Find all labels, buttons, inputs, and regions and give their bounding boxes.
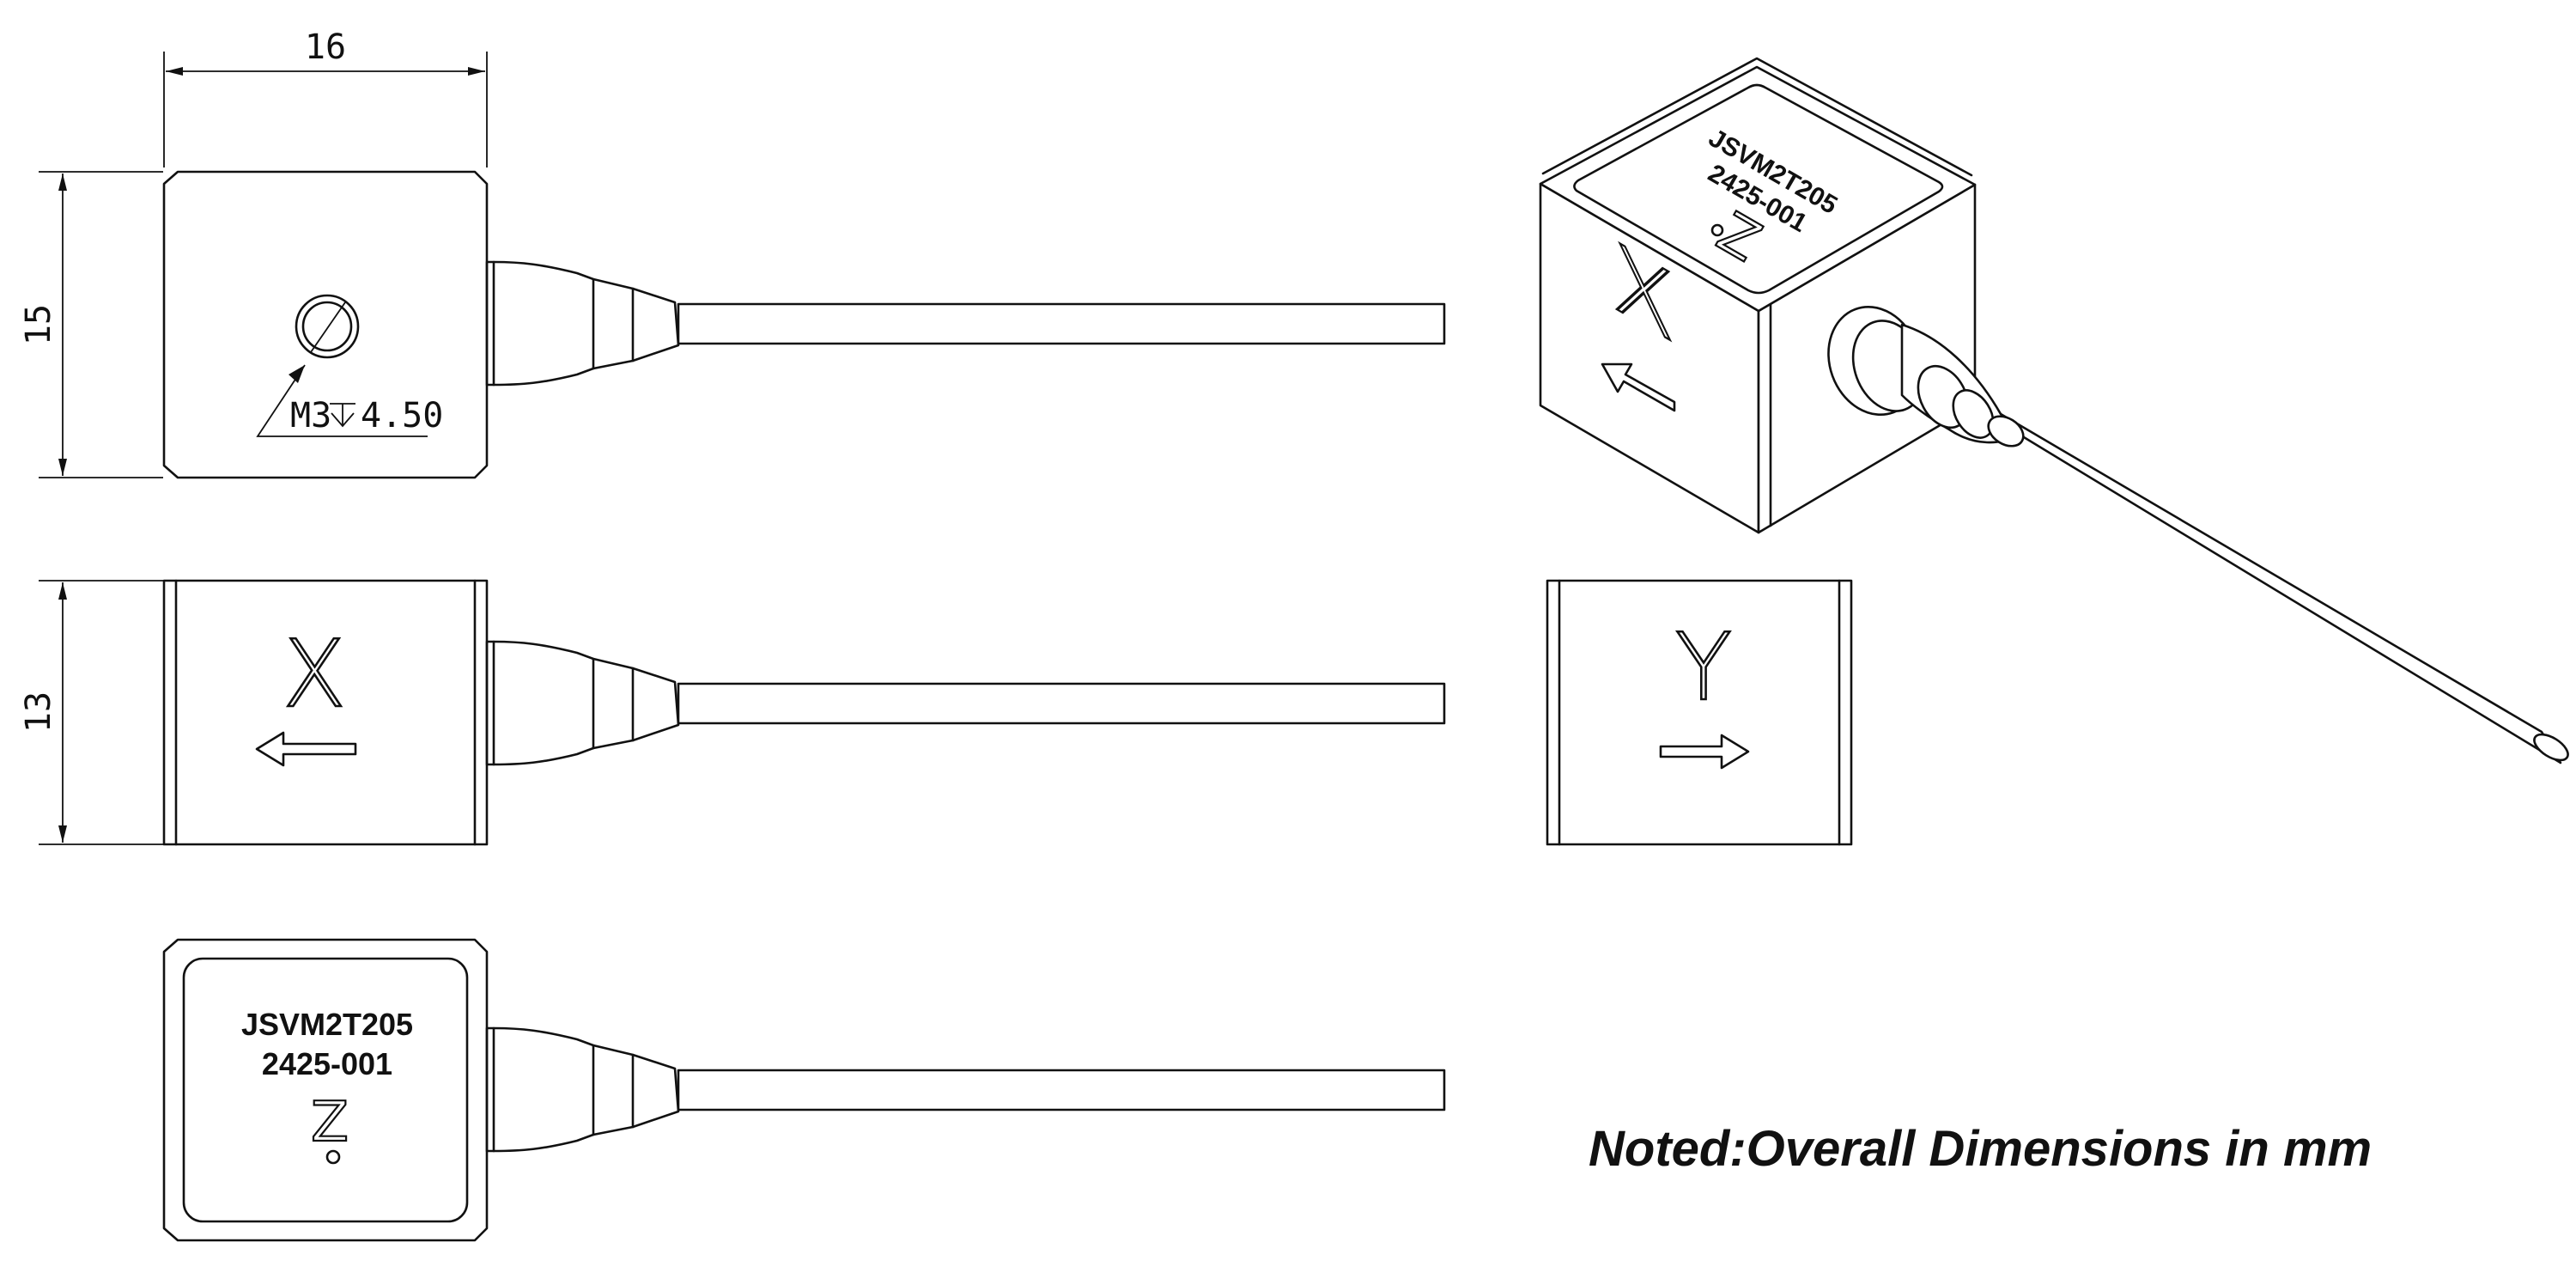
iso-cable-boot — [1827, 305, 2025, 448]
width-dimension: 16 — [163, 27, 488, 167]
iso-label-plate — [1573, 83, 1944, 295]
width-dimension-label: 16 — [305, 27, 346, 67]
z-axis-dot — [325, 1149, 341, 1165]
iso-top-face — [1539, 65, 1977, 313]
front-view: 13 X — [19, 579, 1446, 846]
thread-callout-depth: 4.50 — [361, 396, 443, 435]
thread-callout: M3 4.50 — [256, 364, 443, 437]
sensor-body-z-outline — [162, 938, 489, 1242]
cable-assembly — [485, 1026, 1446, 1153]
height-dimension-label: 15 — [19, 304, 58, 345]
depth-dimension-label: 13 — [19, 691, 58, 733]
cable-assembly — [485, 640, 1446, 766]
height-dimension: 15 — [19, 171, 163, 478]
dimensions-note: Noted:Overall Dimensions in mm — [1589, 1121, 2372, 1177]
product-serial: 2425-001 — [262, 1046, 392, 1081]
sensor-body-top-outline — [162, 170, 489, 479]
cable-assembly — [485, 260, 1446, 387]
depth-dimension: 13 — [19, 580, 163, 845]
z-face-view: JSVM2T205 2425-001 Z — [162, 938, 1446, 1242]
isometric-view: JSVM2T205 2425-001 Z X — [1539, 57, 2569, 764]
arrow-left-icon — [255, 731, 357, 767]
arrow-right-icon — [1659, 734, 1750, 770]
z-axis-label: Z — [311, 1091, 349, 1154]
depth-icon — [330, 403, 355, 428]
product-model: JSVM2T205 — [241, 1007, 413, 1042]
mounting-hole — [295, 294, 360, 359]
sensor-body-side-outline — [1546, 579, 1853, 846]
front-axis-label: X — [283, 621, 346, 728]
side-view: Y — [1546, 579, 1853, 846]
side-axis-label: Y — [1675, 614, 1732, 722]
label-plate — [182, 957, 469, 1223]
iso-cable — [1999, 412, 2569, 764]
iso-arrow-left-icon — [1601, 362, 1676, 412]
thread-callout-spec: M3 — [290, 396, 331, 435]
top-view: 16 15 M3 4.50 — [19, 27, 1446, 479]
